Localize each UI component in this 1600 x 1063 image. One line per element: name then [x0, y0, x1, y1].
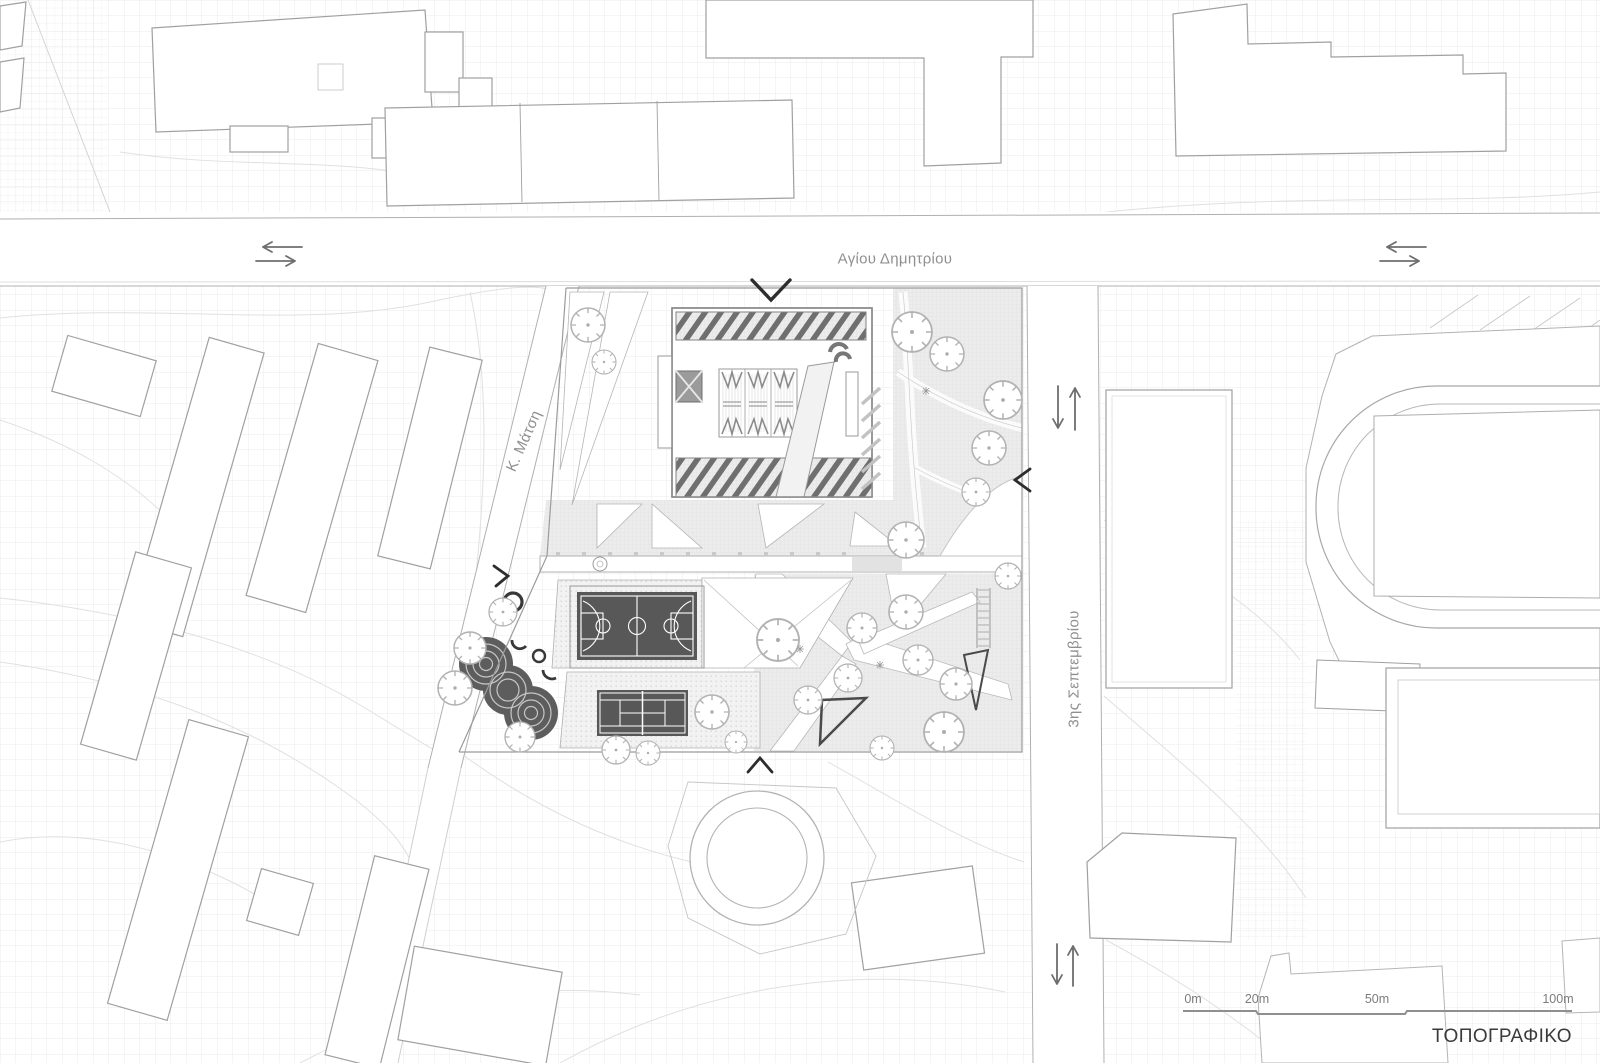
chevron-up-icon	[746, 755, 774, 774]
scale-label-20m: 20m	[1244, 992, 1270, 1006]
street-label-agiou-dimitriou: Αγίου Δημητρίου	[837, 250, 953, 268]
buildings-north-block	[0, 0, 1507, 207]
tree-icon	[923, 711, 965, 753]
tree-icon	[453, 631, 487, 665]
walkway	[539, 552, 1023, 573]
tree-icon	[635, 740, 661, 766]
building	[384, 99, 795, 207]
building	[1385, 667, 1600, 829]
shrub-icon	[795, 644, 805, 654]
tree-icon	[971, 430, 1007, 466]
sawtooth-skylight	[718, 368, 798, 438]
two-way-arrow-icon	[1051, 943, 1079, 987]
tree-icon	[694, 694, 730, 730]
building	[1257, 952, 1449, 1063]
tree-icon	[833, 663, 863, 693]
circular-structure	[667, 781, 877, 955]
tree-icon	[570, 307, 606, 343]
tree-icon	[902, 644, 934, 676]
two-way-arrow-icon	[1052, 385, 1081, 431]
tree-icon	[488, 597, 518, 627]
two-way-arrow-icon	[1379, 241, 1427, 267]
tree-icon	[994, 562, 1022, 590]
tree-icon	[961, 477, 991, 507]
tree-icon	[983, 380, 1023, 420]
street-3is-septemvriou	[1027, 286, 1104, 1063]
tree-icon	[724, 730, 748, 754]
scale-bar-line	[1183, 1010, 1572, 1015]
scale-label-100m: 100m	[1542, 992, 1574, 1006]
building	[1105, 389, 1233, 689]
terrace-canopies	[596, 503, 900, 549]
tree-icon	[793, 685, 823, 715]
stadium-field	[1373, 409, 1600, 599]
building	[705, 0, 1034, 167]
shrub-icon	[875, 660, 885, 670]
main-building	[657, 307, 873, 498]
pergola-south	[676, 458, 872, 497]
chevron-right-icon	[492, 564, 511, 588]
ramp-hatch	[860, 386, 882, 491]
pergola-north	[676, 312, 866, 340]
buildings-east-block	[850, 294, 1600, 1063]
scale-label-50m: 50m	[1364, 992, 1390, 1006]
tree-icon	[846, 612, 878, 644]
tree-icon	[591, 349, 617, 375]
basketball-court	[551, 577, 854, 669]
project-site	[437, 278, 1032, 774]
spiral-stair	[828, 342, 852, 363]
street-agiou-dimitriou	[0, 212, 1600, 286]
tree-icon	[869, 735, 895, 761]
buildings-west-block	[51, 334, 563, 1063]
tree-icon	[929, 336, 965, 372]
building	[1086, 832, 1237, 943]
traffic-arrows	[255, 241, 1427, 987]
tree-icon	[888, 594, 924, 630]
tree-icon	[755, 617, 801, 663]
park-steps	[976, 588, 991, 648]
tree-icon	[437, 670, 473, 706]
scale-label-0m: 0m	[1184, 992, 1202, 1006]
building	[850, 865, 986, 971]
chevron-down-icon	[750, 278, 792, 303]
tree-icon	[504, 721, 536, 753]
tree-icon	[601, 735, 631, 765]
shrub-icon	[921, 386, 931, 396]
tree-icon	[887, 521, 925, 559]
tree-icon	[891, 311, 933, 353]
drawing-title: ΤΟΠΟΓΡΑΦΙΚΟ	[1431, 1026, 1572, 1047]
entrance-chevrons	[492, 278, 1032, 774]
tree-icon	[939, 667, 973, 701]
two-way-arrow-icon	[255, 241, 303, 267]
chevron-left-icon	[1012, 467, 1032, 493]
street-label-3is-septemvriou: 3ης Σεπτεμβρίου	[1065, 610, 1083, 728]
building	[1172, 3, 1507, 157]
